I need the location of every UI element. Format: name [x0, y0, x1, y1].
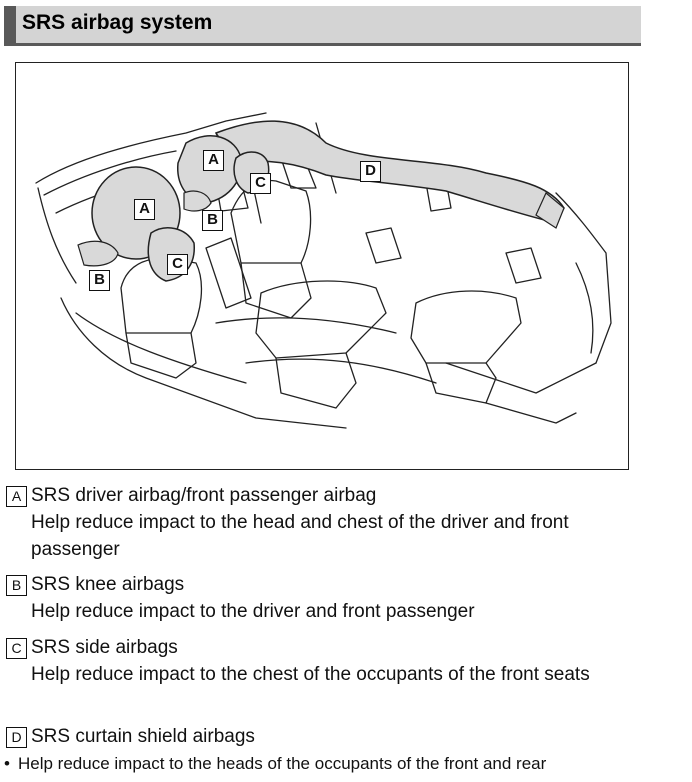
passenger-knee-airbag-shape	[183, 190, 212, 212]
callout-a-driver: A	[134, 199, 155, 220]
legend-description-c: Help reduce impact to the chest of the o…	[31, 664, 590, 685]
legend-title-d: SRS curtain shield airbags	[31, 726, 255, 747]
vehicle-cutaway-drawing	[35, 112, 612, 429]
legend-description-b: Help reduce impact to the driver and fro…	[31, 601, 475, 622]
callout-d: D	[360, 161, 381, 182]
driver-knee-airbag-shape	[77, 240, 119, 267]
bullet-dot-icon: •	[4, 754, 10, 773]
callout-c-driver: C	[167, 254, 188, 275]
legend-key-b: B	[6, 575, 27, 596]
legend-key-c: C	[6, 638, 27, 659]
airbag-illustration: A A B B C C D	[15, 62, 629, 470]
bullet-item: • Help reduce impact to the heads of the …	[4, 752, 546, 776]
section-title: SRS airbag system	[22, 11, 213, 34]
legend-key-a: A	[6, 486, 27, 507]
legend-title-b: SRS knee airbags	[31, 574, 185, 595]
callout-a-passenger: A	[203, 150, 224, 171]
legend-title-a: SRS driver airbag/front passenger airbag	[31, 485, 377, 506]
callout-b-passenger: B	[202, 210, 223, 231]
callout-b-driver: B	[89, 270, 110, 291]
bullet-text: Help reduce impact to the heads of the o…	[18, 754, 547, 773]
section-header: SRS airbag system	[4, 6, 641, 46]
callout-c-passenger: C	[250, 173, 271, 194]
legend-key-d: D	[6, 727, 27, 748]
legend-description-a: Help reduce impact to the head and chest…	[31, 512, 569, 560]
legend-title-c: SRS side airbags	[31, 637, 178, 658]
